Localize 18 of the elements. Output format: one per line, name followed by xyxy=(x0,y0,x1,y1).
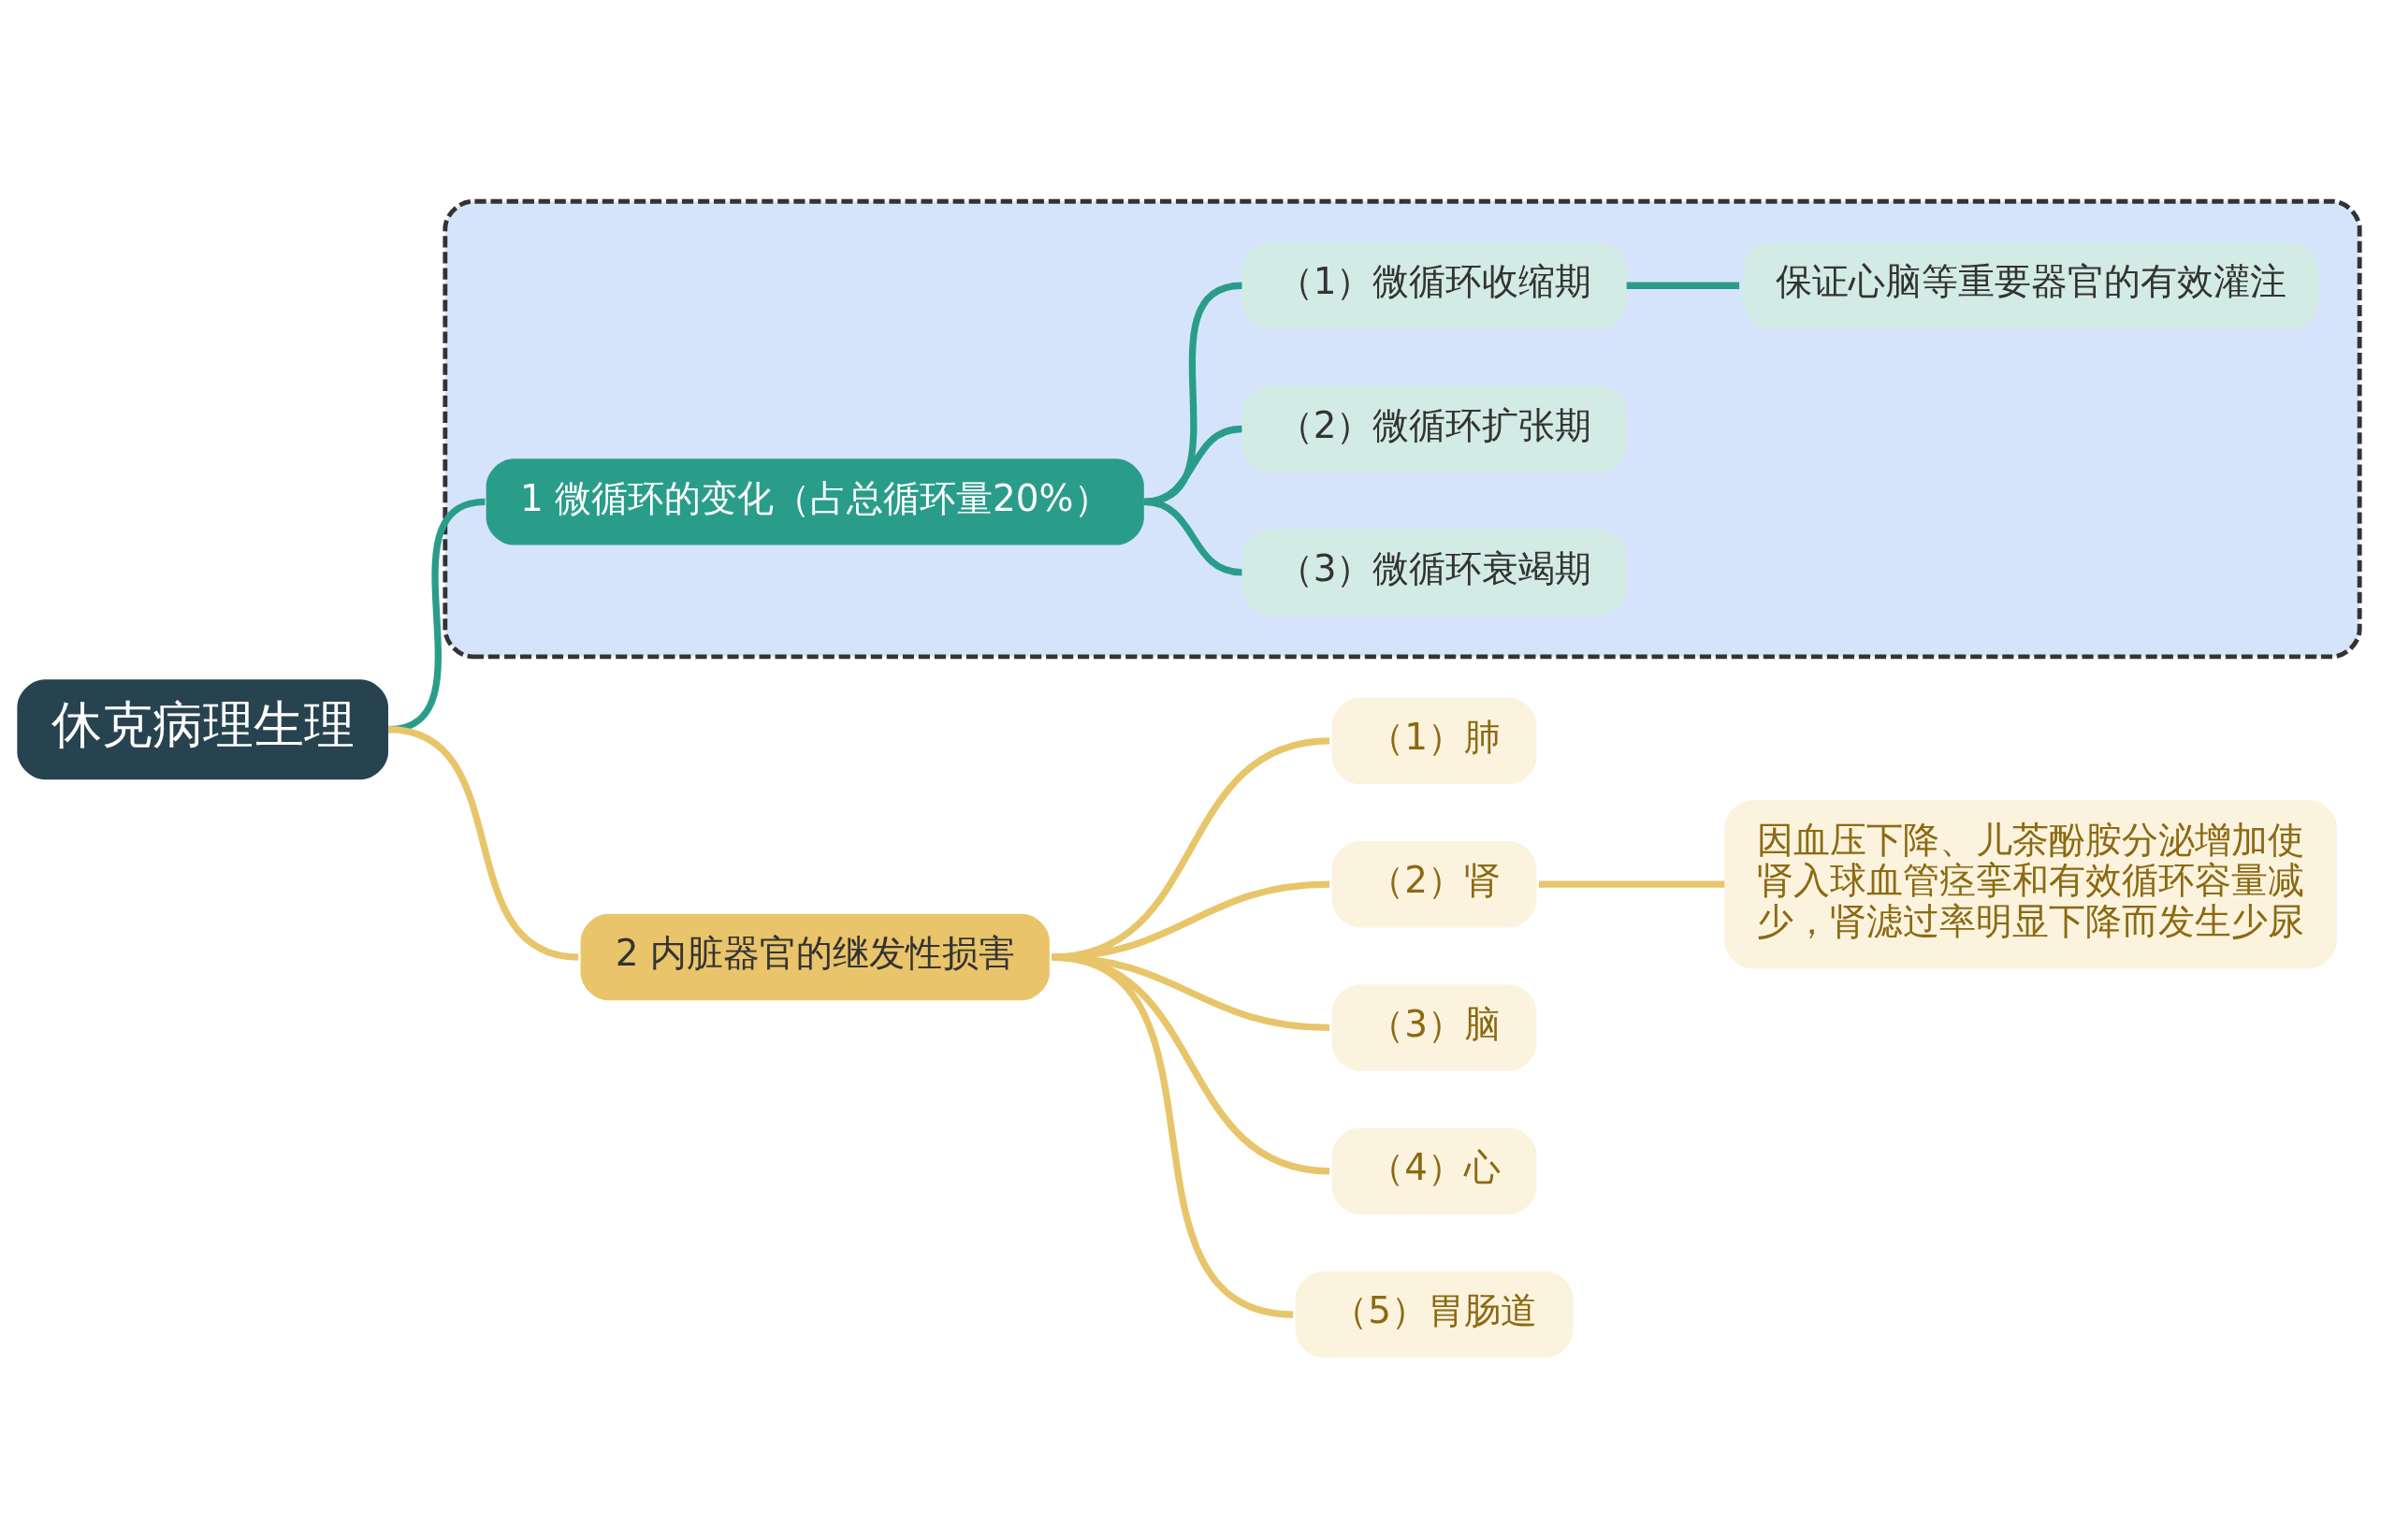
node-box: （1）肺 xyxy=(1331,697,1537,784)
connector xyxy=(1143,498,1242,575)
connector xyxy=(1051,952,1294,1318)
node-box: （4）心 xyxy=(1331,1127,1537,1214)
connector xyxy=(387,725,579,961)
connector xyxy=(1143,282,1243,505)
node-box: （2）肾 xyxy=(1331,840,1537,927)
node-box: （3）脑 xyxy=(1331,983,1537,1071)
node-box: （1）微循环收缩期 xyxy=(1241,241,1627,328)
node-box: 休克病理生理 xyxy=(17,678,388,779)
node-box: （3）微循环衰竭期 xyxy=(1241,529,1627,616)
node-box: （5）胃肠道 xyxy=(1295,1271,1574,1358)
node-box: 1 微循环的变化（占总循环量20%） xyxy=(486,458,1144,545)
node-box: 2 内脏器官的继发性损害 xyxy=(580,913,1050,1000)
node-box: （2）微循环扩张期 xyxy=(1241,385,1627,472)
connector xyxy=(1626,282,1740,289)
node-box: 因血压下降、儿茶酚胺分泌增加使肾入球血管痉挛和有效循环容量减少，肾滤过率明显下降而发生少尿 xyxy=(1724,799,2337,968)
cluster xyxy=(443,198,2362,659)
